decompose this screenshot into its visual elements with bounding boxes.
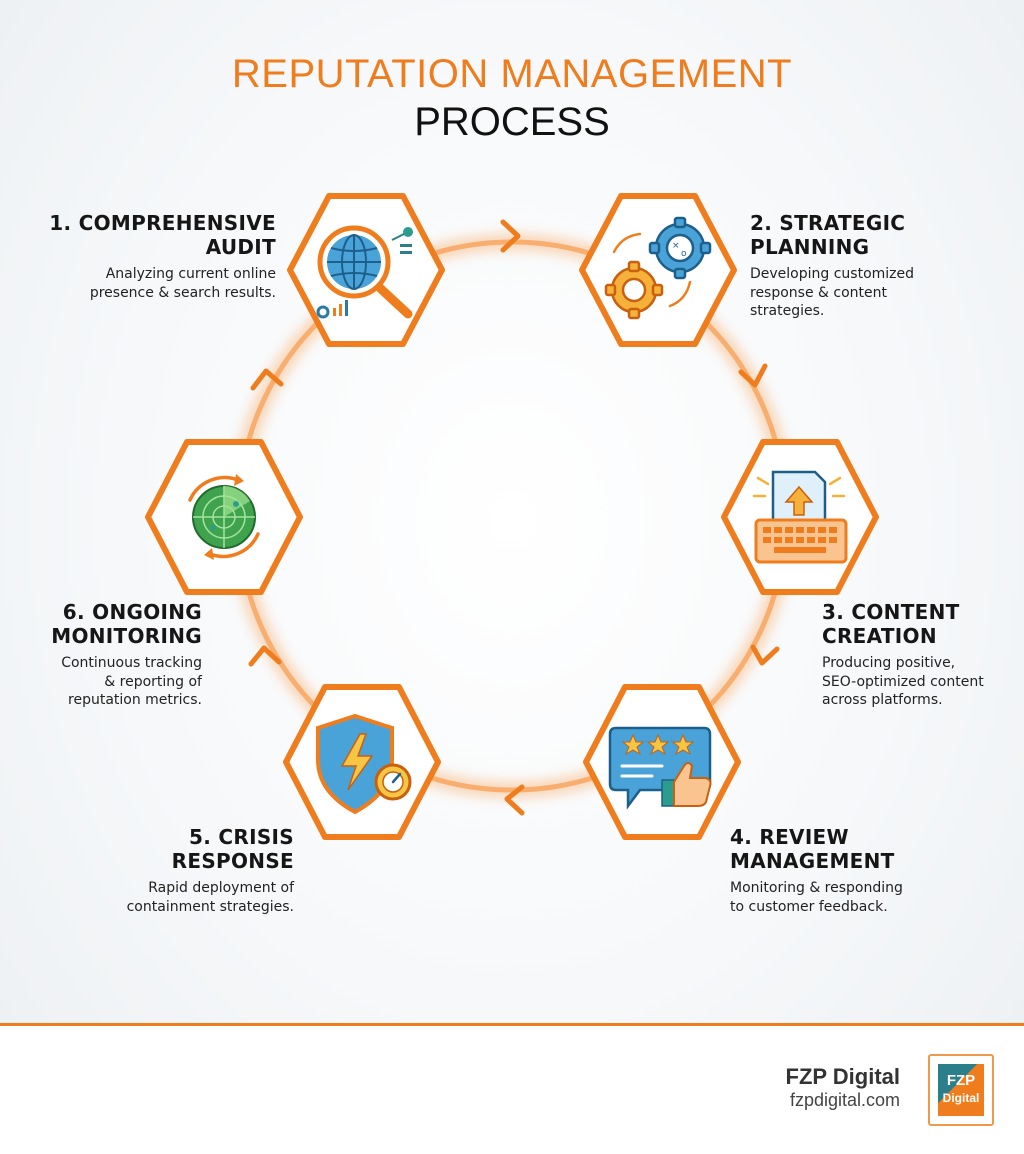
step-6-desc-line-3: reputation metrics.	[68, 692, 202, 708]
page-title-line-2: PROCESS	[414, 100, 610, 144]
svg-text:o: o	[681, 249, 687, 259]
logo-text-fzp: FZP	[946, 1072, 976, 1089]
cycle-arrow-5-to-6	[248, 645, 282, 667]
step-5-desc-line-1: Rapid deployment of	[148, 880, 294, 896]
step-5-title: 5. CRISIS RESPONSE	[60, 825, 294, 873]
brand-logo: FZP Digital	[928, 1054, 994, 1126]
step-3-label: 3. CONTENT CREATION Producing positive, …	[822, 600, 1018, 710]
step-4-description: Monitoring & responding to customer feed…	[730, 879, 1000, 916]
gears-strategy-icon: × o	[604, 216, 712, 320]
process-cycle-diagram: × o	[145, 193, 879, 840]
step-6-title-line-2: MONITORING	[51, 624, 202, 648]
shield-lightning-icon	[316, 713, 412, 815]
step-5-desc-line-2: containment strategies.	[126, 898, 294, 915]
step-4-label: 4. REVIEW MANAGEMENT Monitoring & respon…	[730, 825, 1000, 916]
step-1-title-line-2: AUDIT	[205, 235, 276, 259]
step-6-title: 6. ONGOING MONITORING	[20, 600, 202, 648]
step-2-desc-line-1: Developing customized	[750, 266, 915, 282]
step-3-desc-line-1: Producing positive,	[822, 655, 956, 671]
step-6-description: Continuous tracking & reporting of reput…	[20, 654, 202, 710]
step-6-title-line-1: 6. ONGOING	[62, 600, 202, 624]
step-2-title-line-2: PLANNING	[750, 235, 870, 259]
step-2-desc-line-2: response & content	[750, 284, 888, 301]
step-5-title-line-2: RESPONSE	[171, 849, 294, 873]
step-4-title-line-2: MANAGEMENT	[730, 849, 895, 873]
step-2-title: 2. STRATEGIC PLANNING	[750, 211, 1010, 259]
step-5-title-line-1: 5. CRISIS	[189, 825, 294, 849]
step-5-label: 5. CRISIS RESPONSE Rapid deployment of c…	[60, 825, 294, 916]
keyboard-document-icon	[752, 470, 848, 564]
step-1-desc-line-2: presence & search results.	[89, 284, 276, 301]
step-6-label: 6. ONGOING MONITORING Continuous trackin…	[20, 600, 202, 710]
rating-thumbs-up-icon	[608, 726, 712, 810]
brand-url-link[interactable]: fzpdigital.com	[789, 1090, 900, 1110]
page-title-line-1: REPUTATION MANAGEMENT	[231, 52, 793, 96]
step-1-title: 1. COMPREHENSIVE AUDIT	[40, 211, 276, 259]
step-2-label: 2. STRATEGIC PLANNING Developing customi…	[750, 211, 1010, 321]
magnifier-globe-icon	[316, 225, 413, 319]
step-3-desc-line-2: SEO-optimized content	[822, 673, 984, 690]
step-1-label: 1. COMPREHENSIVE AUDIT Analyzing current…	[40, 211, 276, 302]
step-2-description: Developing customized response & content…	[750, 265, 1010, 321]
step-5-description: Rapid deployment of containment strategi…	[60, 879, 294, 916]
step-3-desc-line-3: across platforms.	[822, 692, 943, 708]
cycle-arrow-4-to-5	[504, 784, 525, 816]
svg-text:×: ×	[672, 241, 680, 251]
step-2-title-line-1: 2. STRATEGIC	[750, 211, 906, 235]
step-3-description: Producing positive, SEO-optimized conten…	[822, 654, 1018, 710]
step-3-title-line-1: 3. CONTENT	[822, 600, 960, 624]
step-6-desc-line-2: & reporting of	[104, 673, 202, 690]
radar-icon	[188, 474, 260, 560]
cycle-arrow-1-to-2	[500, 219, 521, 253]
step-4-desc-line-1: Monitoring & responding	[730, 880, 903, 896]
step-6-desc-line-1: Continuous tracking	[61, 655, 202, 671]
footer-divider	[0, 1023, 1024, 1026]
step-4-title-line-1: 4. REVIEW	[730, 825, 849, 849]
step-1-description: Analyzing current online presence & sear…	[40, 265, 276, 302]
step-4-desc-line-2: to customer feedback.	[730, 898, 888, 915]
brand-name: FZP Digital	[785, 1064, 901, 1089]
cycle-arrow-2-to-3	[738, 363, 768, 388]
footer	[0, 1026, 1024, 1154]
logo-mark	[938, 1064, 984, 1116]
step-3-title-line-2: CREATION	[822, 624, 937, 648]
cycle-arrow-3-to-4	[750, 644, 780, 666]
cycle-arrow-6-to-1	[250, 368, 284, 391]
logo-text-digital: Digital	[942, 1091, 980, 1105]
step-4-title: 4. REVIEW MANAGEMENT	[730, 825, 1000, 873]
step-3-title: 3. CONTENT CREATION	[822, 600, 1018, 648]
step-1-title-line-1: 1. COMPREHENSIVE	[49, 211, 276, 235]
step-1-desc-line-1: Analyzing current online	[105, 266, 276, 282]
step-2-desc-line-3: strategies.	[750, 303, 825, 319]
